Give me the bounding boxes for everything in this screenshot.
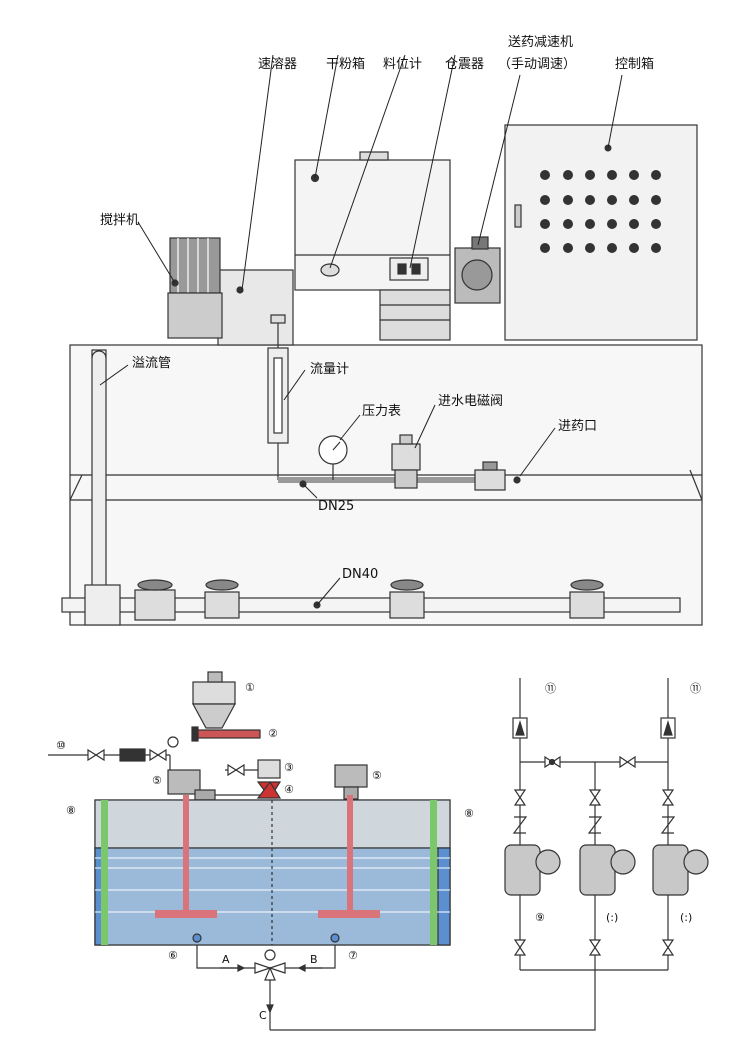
num-9-right: (:) xyxy=(680,911,693,924)
num-5-left: ⑤ xyxy=(152,774,162,787)
label-dosing-inlet: 进药口 xyxy=(558,419,598,434)
leader-lines xyxy=(99,54,623,606)
num-3: ③ xyxy=(284,761,294,774)
agitator-right xyxy=(347,795,353,912)
num-7: ⑦ xyxy=(348,949,358,962)
control-buttons xyxy=(540,144,661,253)
label-mixer: 搅拌机 xyxy=(100,213,140,228)
label-feed-reducer: 送药减速机 xyxy=(508,35,574,50)
letter-a: A xyxy=(222,953,230,966)
letter-b: B xyxy=(310,953,318,966)
num-6: ⑥ xyxy=(168,949,178,962)
control-cabinet xyxy=(504,124,698,341)
metering-pumps xyxy=(504,844,709,896)
label-flow-meter: 流量计 xyxy=(310,362,350,377)
num-10: ⑩ xyxy=(56,739,66,752)
label-dry-powder-box: 干粉箱 xyxy=(326,57,366,72)
num-9: ⑨ xyxy=(535,911,545,924)
label-dn25: DN25 xyxy=(318,499,355,514)
num-5-right: ⑤ xyxy=(372,769,382,782)
dn40-valves xyxy=(134,579,605,621)
num-11-left: ⑪ xyxy=(545,682,556,695)
label-inlet-solenoid-valve: 进水电磁阀 xyxy=(438,394,504,409)
screw-feeder xyxy=(194,729,261,739)
agitator-left xyxy=(183,795,189,912)
dissolver xyxy=(217,269,294,346)
letter-c: C xyxy=(259,1009,267,1022)
solenoid-valve xyxy=(391,443,421,471)
label-feed-reducer-manual: （手动调速） xyxy=(498,57,577,72)
num-1: ① xyxy=(245,681,255,694)
label-dissolver: 速溶器 xyxy=(258,57,298,72)
base-tank xyxy=(69,344,703,626)
label-bin-vibrator: 仓震器 xyxy=(445,57,485,72)
pump-manifold xyxy=(504,678,709,971)
num-8-left: ⑧ xyxy=(66,804,76,817)
num-2: ② xyxy=(268,727,278,740)
num-11-right: ⑪ xyxy=(690,682,701,695)
num-8-right: ⑧ xyxy=(464,807,474,820)
label-overflow-pipe: 溢流管 xyxy=(132,356,172,371)
label-dn40: DN40 xyxy=(342,567,379,582)
hopper xyxy=(192,681,236,705)
num-9-mid: (:) xyxy=(606,911,619,924)
overflow-pipe xyxy=(91,349,107,606)
label-level-gauge: 料位计 xyxy=(383,57,423,72)
tank-schematic xyxy=(48,671,596,1031)
num-4: ④ xyxy=(284,783,294,796)
label-control-box: 控制箱 xyxy=(615,57,655,72)
label-pressure-gauge: 压力表 xyxy=(362,404,402,419)
main-equipment xyxy=(61,54,703,626)
